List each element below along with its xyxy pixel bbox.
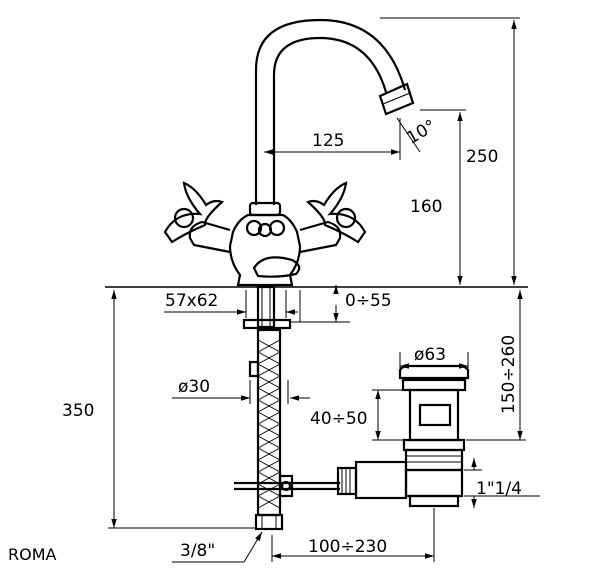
dim-spout-height: 160 xyxy=(410,197,442,217)
dim-spout-angle: 10° xyxy=(403,116,439,148)
dim-waste-range: 150÷260 xyxy=(499,335,519,414)
dim-waste-offset: 100÷230 xyxy=(308,537,387,557)
dim-overall-below-deck: 350 xyxy=(62,401,94,421)
dim-deck-thickness: 0÷55 xyxy=(345,291,392,311)
dim-tail-diameter: ø30 xyxy=(178,377,210,397)
dim-waste-depth: 40÷50 xyxy=(310,409,368,429)
dim-plug-diameter: ø63 xyxy=(414,345,446,365)
faucet-outline xyxy=(163,18,415,287)
dim-base-size: 57x62 xyxy=(165,291,218,311)
model-name: ROMA xyxy=(8,545,57,564)
dim-supply-thread: 3/8" xyxy=(180,541,215,561)
dim-waste-thread: 1"1/4 xyxy=(476,479,522,499)
dim-overall-height: 250 xyxy=(466,147,498,167)
dim-spout-reach: 125 xyxy=(312,131,344,151)
dimension-lines xyxy=(108,17,540,563)
under-deck-parts xyxy=(234,285,470,531)
